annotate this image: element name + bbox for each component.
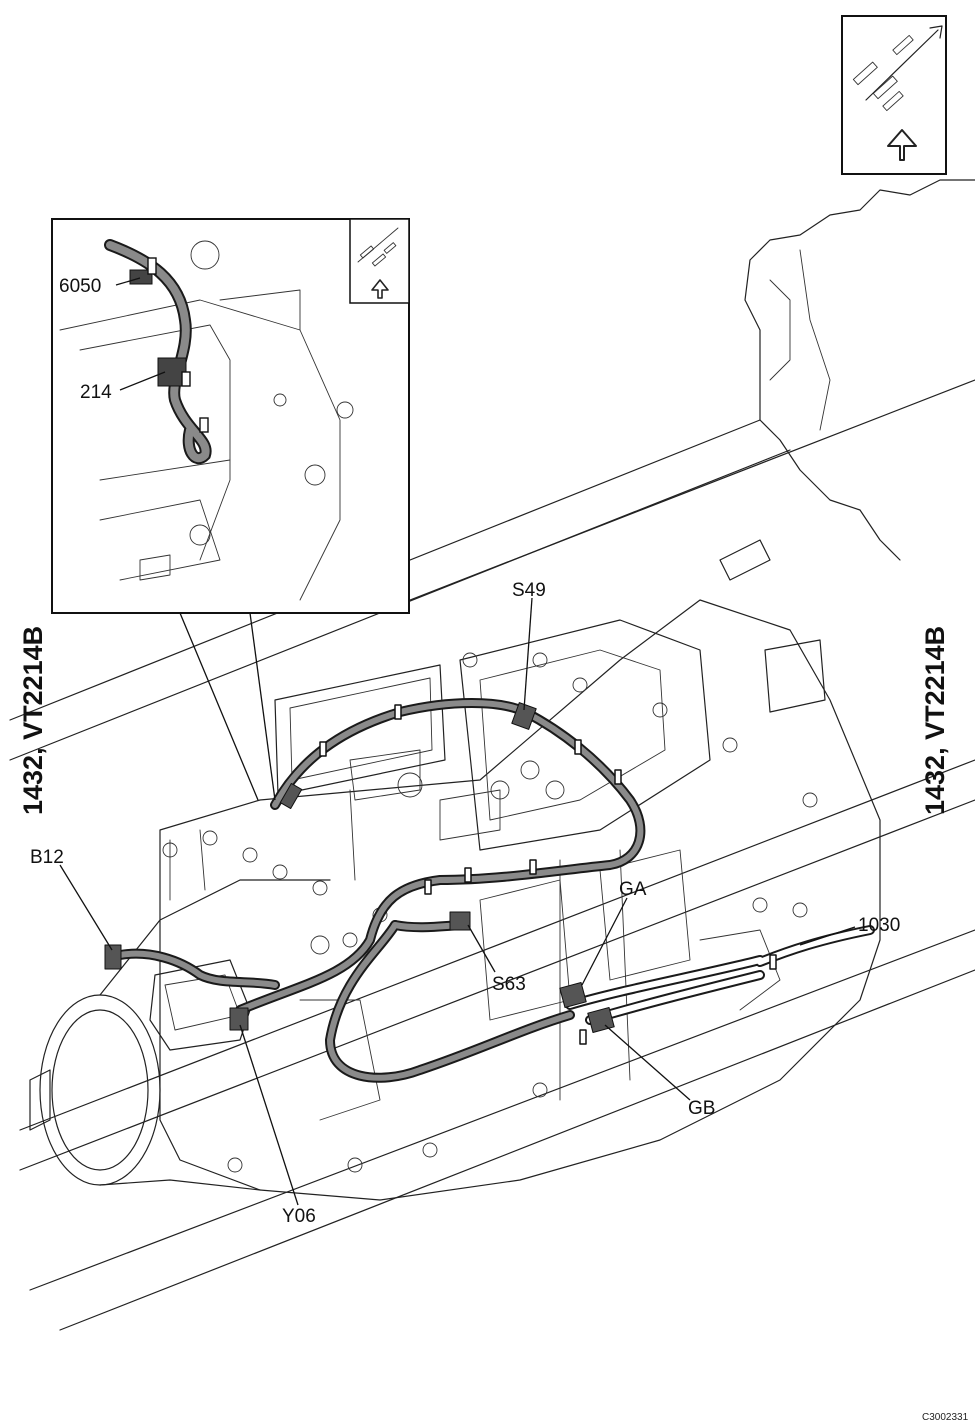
orientation-icon [841, 15, 947, 175]
detail-inset [51, 218, 410, 614]
inset-pointer-right [249, 612, 276, 801]
gearbox-housing [29, 539, 881, 1201]
callout-gb: GB [688, 1098, 715, 1119]
callout-1030: 1030 [858, 915, 900, 936]
callout-b12: B12 [30, 847, 64, 868]
callout-y06: Y06 [282, 1206, 316, 1227]
callout-214: 214 [80, 382, 112, 403]
inset-pointer-left [179, 612, 259, 801]
chassis-outline [9, 179, 975, 1331]
callout-6050: 6050 [59, 276, 101, 297]
image-code: C3002331 [922, 1412, 969, 1423]
side-label-left: 1432, VT2214B [18, 626, 48, 815]
callout-s49: S49 [512, 580, 546, 601]
wiring-harness [104, 698, 875, 1083]
callout-ga: GA [619, 879, 647, 900]
callout-s63: S63 [492, 974, 526, 995]
leader-lines [59, 277, 856, 1206]
side-label-right: 1432, VT2214B [920, 626, 950, 815]
